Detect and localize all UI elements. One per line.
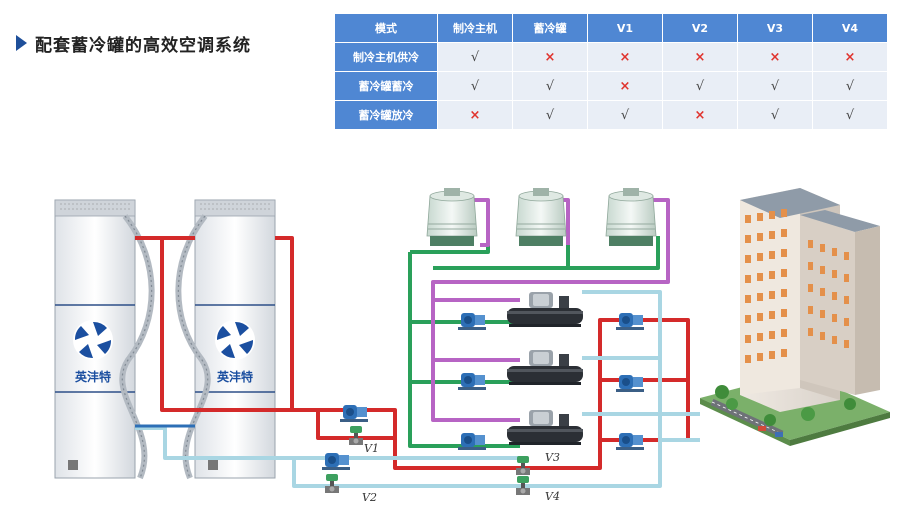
table-row: 蓄冷罐蓄冷 √ √ × √ √ √ [334, 71, 888, 101]
pump-icon [458, 313, 486, 330]
table-cell-yes: √ [587, 100, 663, 130]
table-cell-yes: √ [737, 100, 813, 130]
pump-icon [340, 405, 368, 422]
valve-label-v3: V3 [545, 451, 560, 464]
cooling-tower-1 [426, 187, 478, 247]
valve-label-v4: V4 [545, 490, 560, 503]
header-v2: V2 [662, 13, 738, 43]
pump-icon [616, 433, 644, 450]
chiller-3 [507, 410, 583, 445]
table-cell-yes: √ [512, 71, 588, 101]
storage-tank-1: 英沣特 [54, 199, 155, 480]
tank-brand-label: 英沣特 [217, 369, 253, 384]
header-v4: V4 [812, 13, 888, 43]
heading-text: 配套蓄冷罐的高效空调系统 [35, 35, 251, 56]
header-tank: 蓄冷罐 [512, 13, 588, 43]
building-icon [700, 188, 890, 446]
pump-icon [616, 375, 644, 392]
pump-icon [458, 433, 486, 450]
table-cell-no: × [812, 42, 888, 72]
page-heading: 配套蓄冷罐的高效空调系统 [16, 30, 251, 56]
table-cell-no: × [437, 100, 513, 130]
valve-v2-icon [325, 474, 339, 493]
valve-v3-icon [516, 456, 530, 475]
table-row: 蓄冷罐放冷 × √ √ × √ √ [334, 100, 888, 130]
tank-brand-label: 英沣特 [75, 369, 111, 384]
cooling-tower-2 [515, 187, 567, 247]
table-cell-yes: √ [812, 71, 888, 101]
table-row: 制冷主机供冷 √ × × × × × [334, 42, 888, 72]
valve-label-v2: V2 [362, 491, 377, 504]
brand-logo-icon [73, 320, 113, 360]
heading-arrow-icon [16, 35, 27, 51]
table-cell-yes: √ [662, 71, 738, 101]
row-mode-label: 蓄冷罐放冷 [334, 100, 438, 130]
pump-icon [458, 373, 486, 390]
table-cell-no: × [587, 42, 663, 72]
valve-label-v1: V1 [364, 442, 379, 455]
table-cell-no: × [662, 100, 738, 130]
table-cell-yes: √ [737, 71, 813, 101]
header-v1: V1 [587, 13, 663, 43]
header-mode: 模式 [334, 13, 438, 43]
mode-table: 模式 制冷主机 蓄冷罐 V1 V2 V3 V4 制冷主机供冷 √ × × × ×… [334, 13, 888, 130]
table-cell-yes: √ [812, 100, 888, 130]
pump-icon [322, 453, 350, 470]
chiller-2 [507, 350, 583, 385]
table-header-row: 模式 制冷主机 蓄冷罐 V1 V2 V3 V4 [334, 13, 888, 43]
purple-tower-pipes [431, 198, 670, 422]
storage-tank-2: 英沣特 [175, 199, 276, 480]
header-chiller: 制冷主机 [437, 13, 513, 43]
chiller-1 [507, 292, 583, 327]
row-mode-label: 制冷主机供冷 [334, 42, 438, 72]
table-cell-no: × [512, 42, 588, 72]
table-cell-yes: √ [512, 100, 588, 130]
valve-v1-icon [349, 426, 363, 445]
brand-logo-icon [215, 320, 255, 360]
cooling-tower-3 [605, 187, 657, 247]
pump-icon [616, 313, 644, 330]
table-cell-no: × [662, 42, 738, 72]
